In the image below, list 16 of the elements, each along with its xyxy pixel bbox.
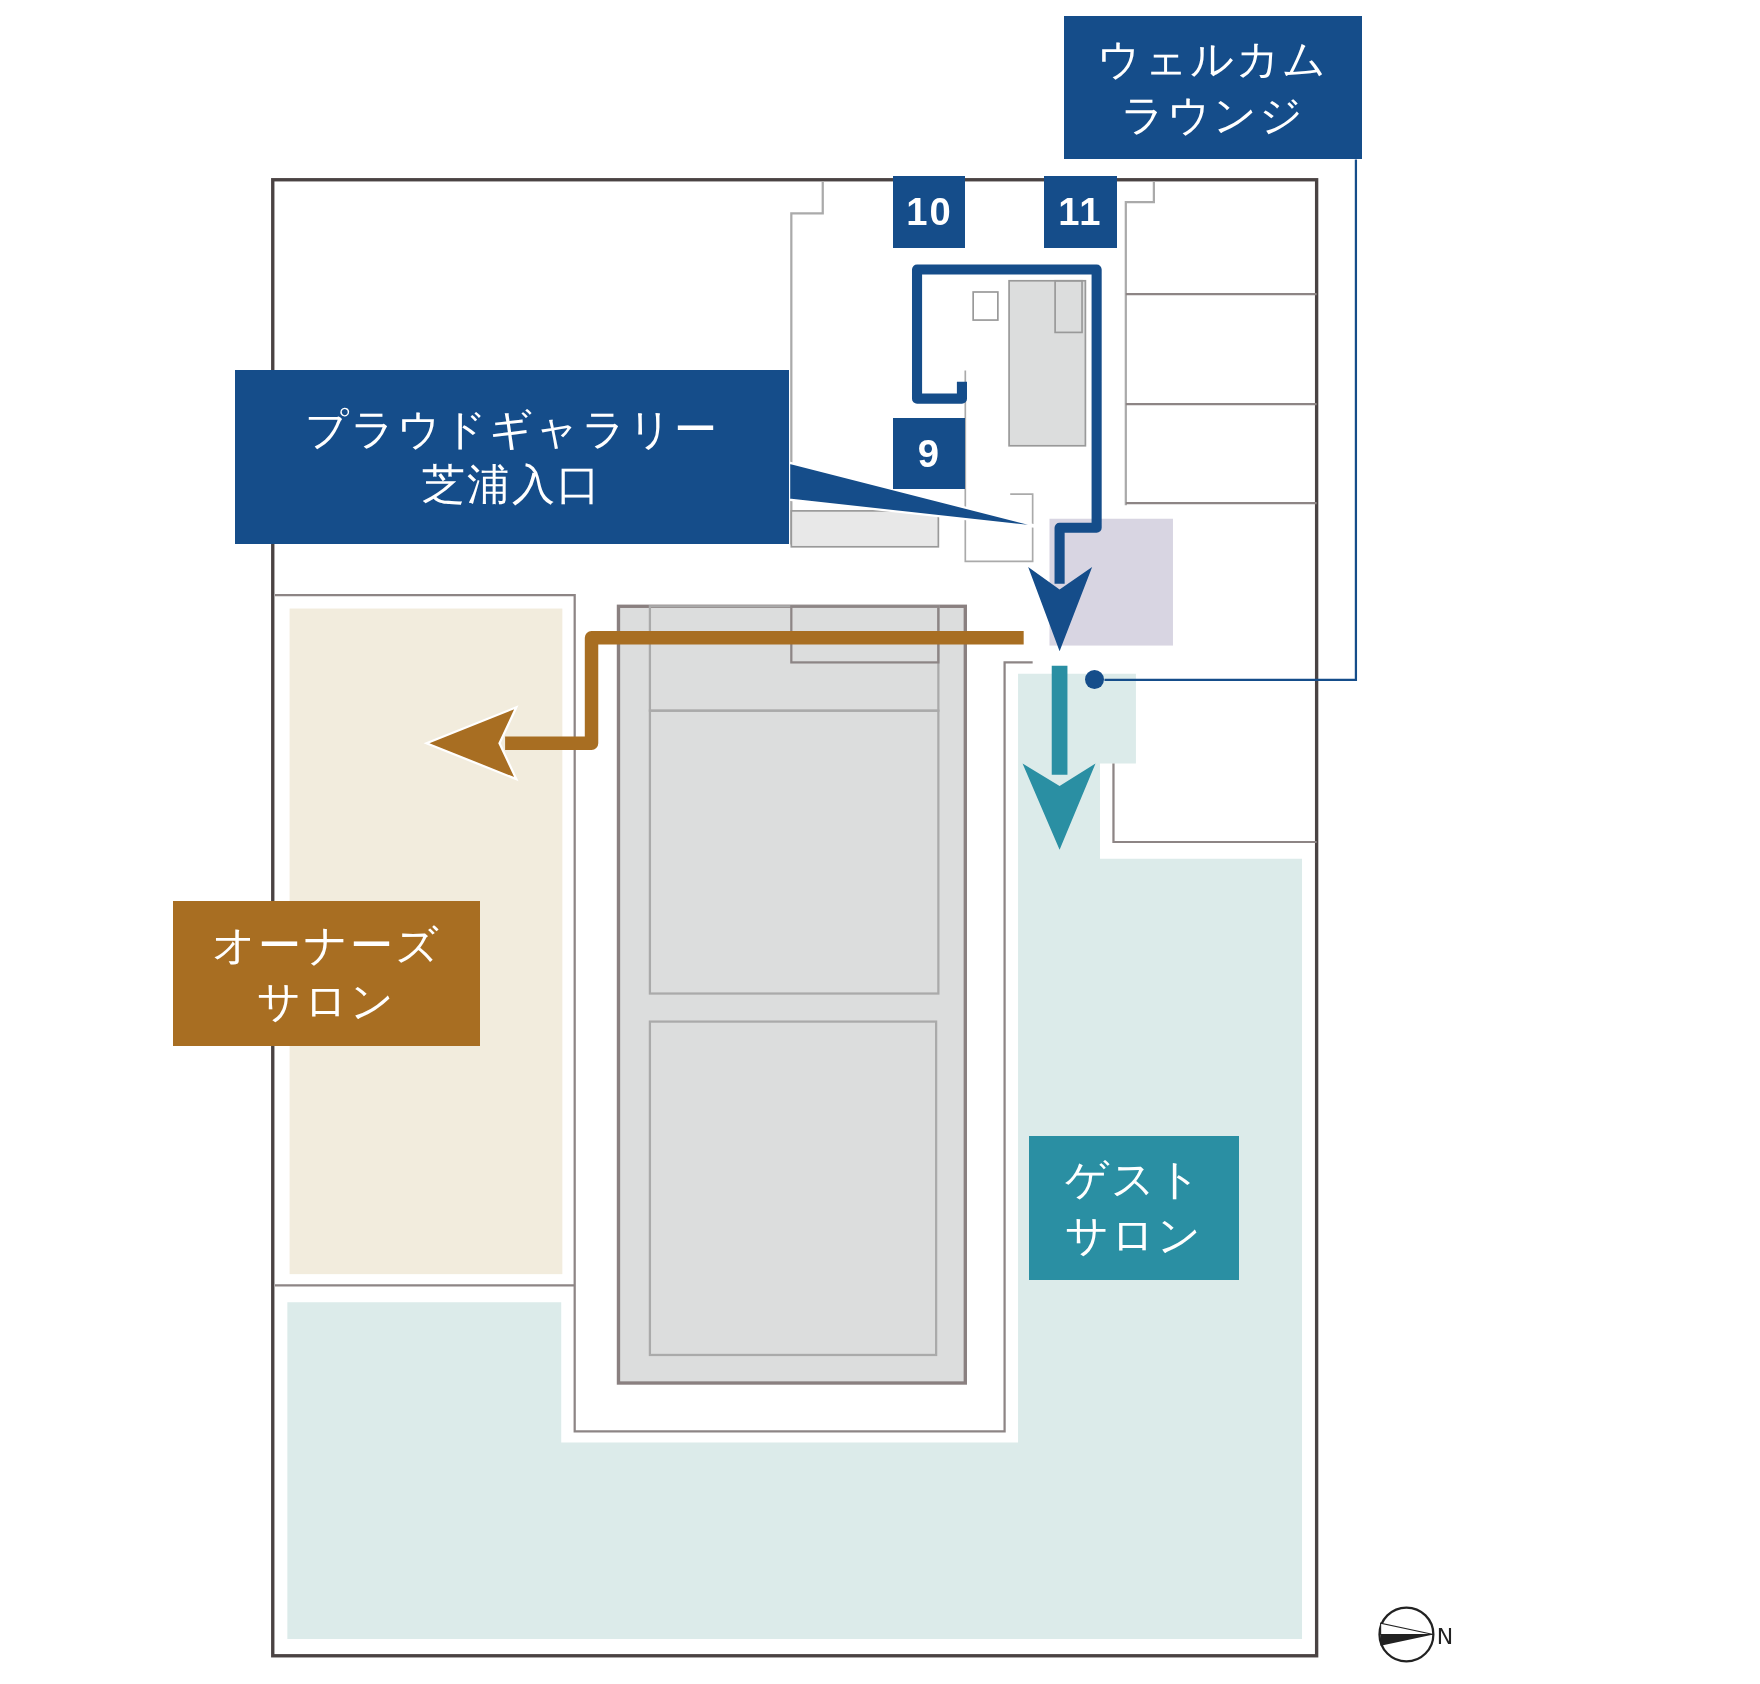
callout-label: プラウドギャラリー芝浦入口 [303,402,720,512]
label-box [234,370,790,545]
callout-label: ウェルカムラウンジ [1096,33,1330,142]
label-box [1029,1135,1240,1280]
callout-number: 9 [917,430,941,477]
callout-number: 11 [1058,189,1103,236]
label-box [172,901,481,1047]
callout-label: ゲストサロン [1064,1153,1205,1262]
label-box [893,176,966,249]
callout-number: 10 [906,189,953,236]
leader-line [1104,159,1358,681]
compass-label: N [1436,1622,1454,1651]
label-box [1064,15,1362,160]
callout-label: オーナーズサロン [211,919,442,1028]
label-box [1043,176,1117,249]
label-box [893,417,966,490]
